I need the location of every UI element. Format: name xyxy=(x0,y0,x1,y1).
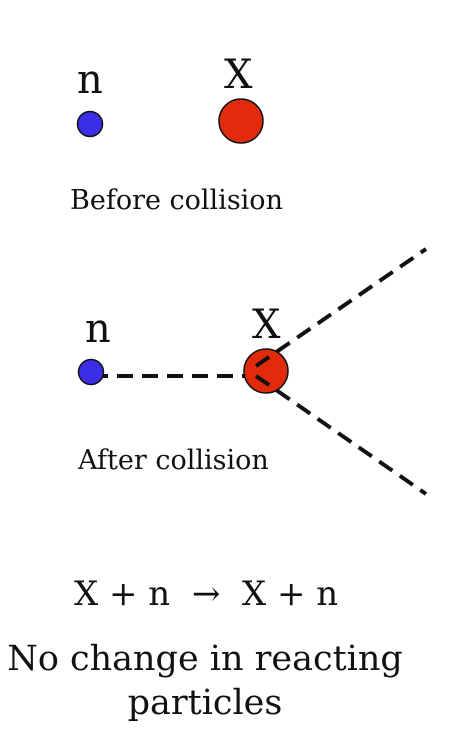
neutron-label-after: n xyxy=(85,306,111,352)
target-label-after: X xyxy=(252,302,281,348)
neutron-after xyxy=(77,358,105,386)
after-caption: After collision xyxy=(78,445,269,476)
target-nucleus-after xyxy=(243,348,289,394)
conclusion-line-1: No change in reacting xyxy=(7,639,403,679)
before-caption: Before collision xyxy=(70,185,283,216)
conclusion-text: No change in reacting particles xyxy=(0,638,410,726)
neutron-before xyxy=(76,110,104,138)
scatter-path-upper xyxy=(254,247,428,368)
reaction-equation: X + n → X + n xyxy=(74,574,339,614)
neutron-label-before: n xyxy=(77,57,103,103)
target-label-before: X xyxy=(224,52,253,98)
scatter-path-lower xyxy=(254,374,428,496)
target-nucleus-before xyxy=(218,98,264,144)
conclusion-line-2: particles xyxy=(127,682,283,723)
